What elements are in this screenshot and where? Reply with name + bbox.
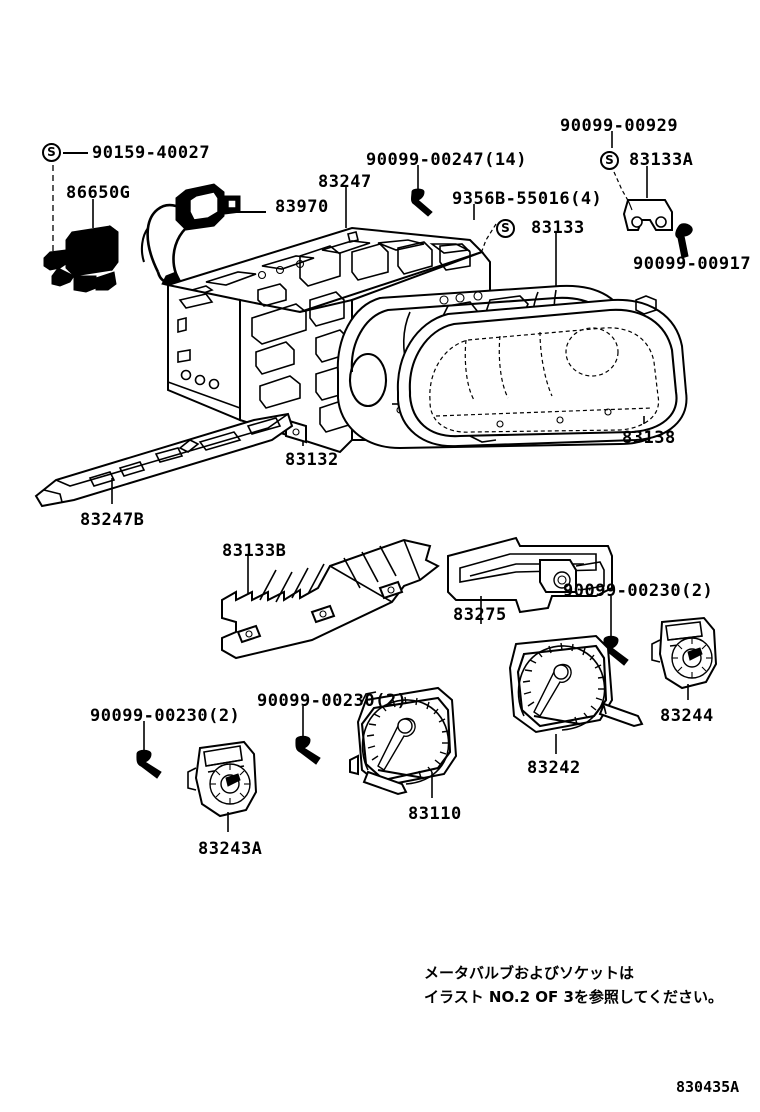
callout-83244: 83244 xyxy=(660,706,714,726)
callout-90099-00230-middle: 90099-00230(2) xyxy=(257,691,408,711)
symbol-s-right: S xyxy=(600,151,619,170)
symbol-s-mid: S xyxy=(496,219,515,238)
callout-83133: 83133 xyxy=(531,218,585,238)
part-83242-gauge xyxy=(508,634,644,754)
callout-83243A: 83243A xyxy=(198,839,263,859)
part-86650G-buzzer xyxy=(43,199,119,293)
part-83247B-meter-plate-lower xyxy=(34,412,294,508)
callout-90099-00247: 90099-00247(14) xyxy=(366,150,528,170)
callout-90159-40027: 90159-40027 xyxy=(92,143,211,163)
note-line-2: イラスト NO.2 OF 3を参照してください。 xyxy=(424,988,724,1006)
callout-83242: 83242 xyxy=(527,758,581,778)
callout-90099-00230-left: 90099-00230(2) xyxy=(90,706,241,726)
callout-83275: 83275 xyxy=(453,605,507,625)
callout-90099-00917: 90099-00917 xyxy=(633,254,752,274)
leader-90099-00917 xyxy=(675,223,693,259)
callout-83132: 83132 xyxy=(285,450,339,470)
callout-83247: 83247 xyxy=(318,172,372,192)
callout-83138: 83138 xyxy=(622,428,676,448)
callout-83133B: 83133B xyxy=(222,541,287,561)
callout-83247B: 83247B xyxy=(80,510,145,530)
footer-drawing-code: 830435A xyxy=(676,1078,740,1096)
callout-90099-00230-right: 90099-00230(2) xyxy=(563,581,714,601)
part-83110-speedometer xyxy=(349,686,458,798)
screw-90099-00230-left xyxy=(136,721,162,779)
screw-90099-00230-middle xyxy=(295,706,321,765)
leader-90159-40027 xyxy=(52,151,88,255)
part-83133B-case-cover xyxy=(221,538,440,660)
part-83133A-bracket xyxy=(622,166,673,231)
callout-90099-00929: 90099-00929 xyxy=(560,116,679,136)
note-line-1: メータバルブおよびソケットは xyxy=(424,964,635,982)
part-83244-fuel-gauge xyxy=(651,616,718,700)
callout-83133A: 83133A xyxy=(629,150,694,170)
callout-86650G: 86650G xyxy=(66,183,131,203)
symbol-s-top-left: S xyxy=(42,143,61,162)
callout-83110: 83110 xyxy=(408,804,462,824)
part-83243A-tachometer xyxy=(187,740,258,832)
part-83275-circuit-plate xyxy=(447,536,613,624)
callout-9356B-55016: 9356B-55016(4) xyxy=(452,189,603,209)
callout-83970: 83970 xyxy=(275,197,329,217)
part-83138-lens xyxy=(396,295,688,448)
leader-90099-00247 xyxy=(411,165,433,217)
